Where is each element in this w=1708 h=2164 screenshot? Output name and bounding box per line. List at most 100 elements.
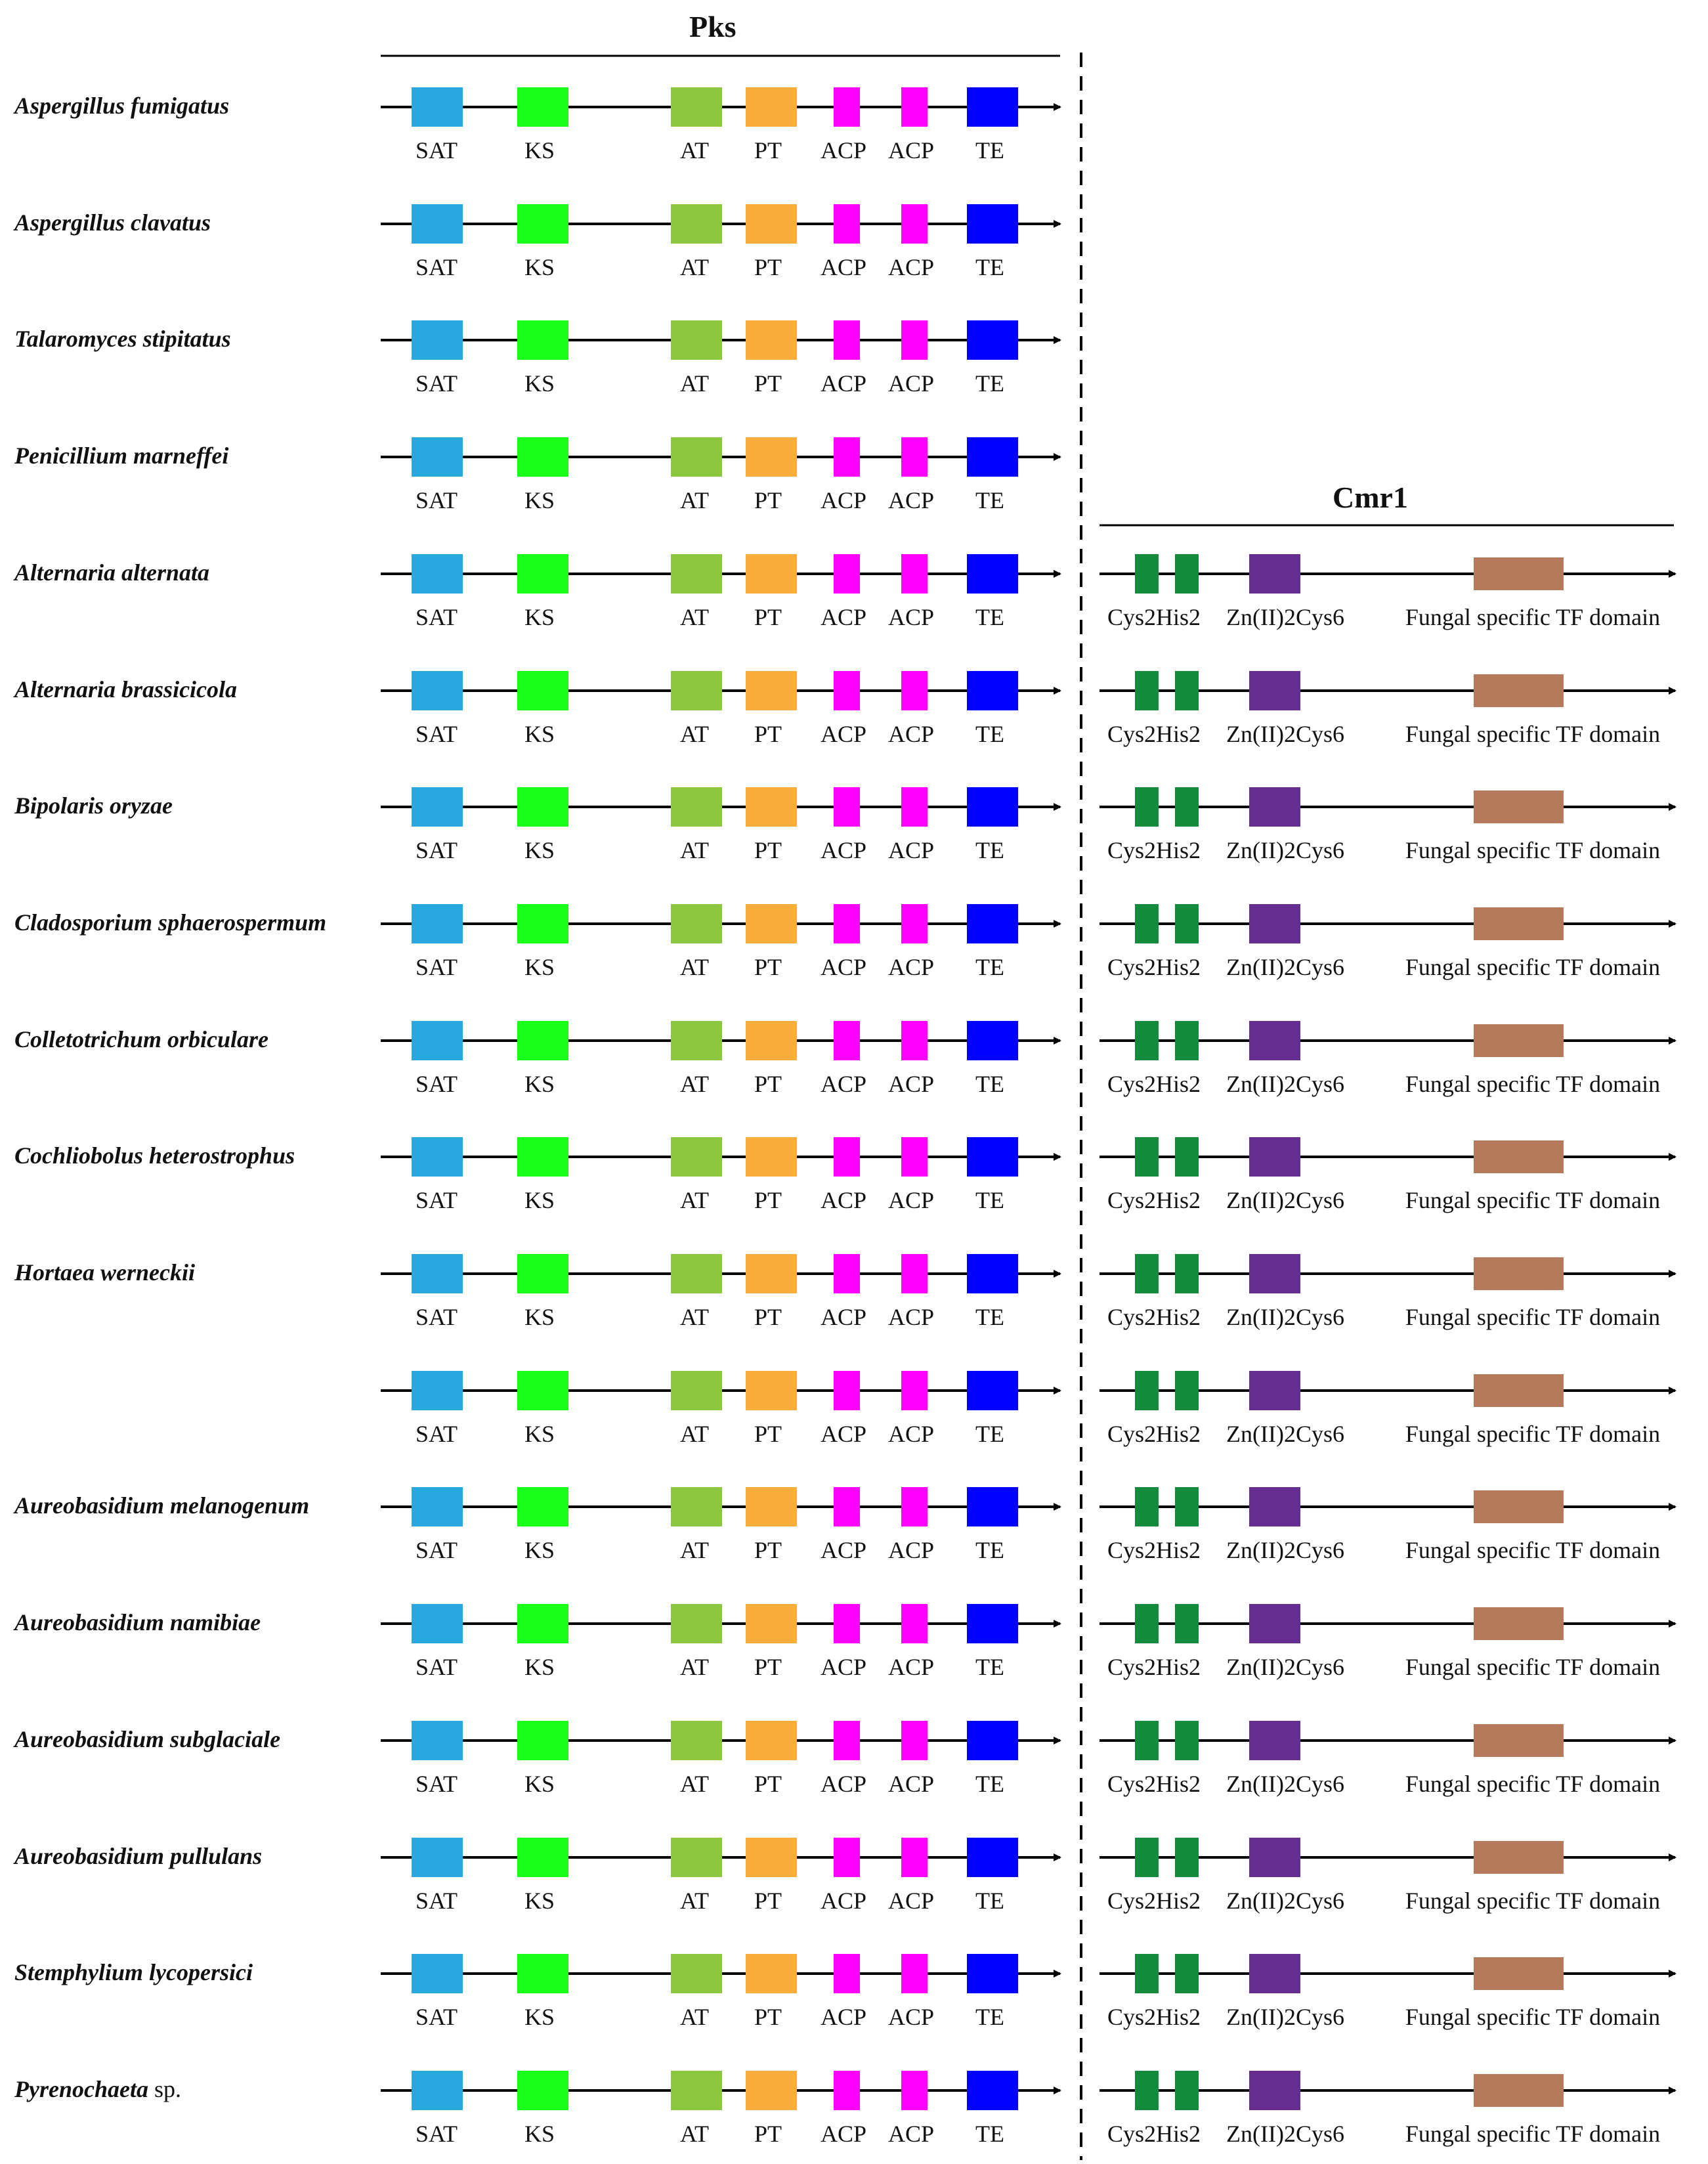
- cmr1-domain-label: Cys2His2: [1107, 954, 1201, 980]
- cmr1-domain-zn2cys6: [1249, 1721, 1300, 1760]
- cmr1-domain-label: Fungal specific TF domain: [1405, 1421, 1661, 1447]
- pks-domain-ks: [517, 1721, 568, 1760]
- pks-domain-acp: [901, 437, 928, 477]
- cmr1-domain-zn2cys6: [1249, 904, 1300, 943]
- cmr1-domain-fungal-tf: [1474, 1841, 1564, 1874]
- pks-domain-label: SAT: [415, 1888, 458, 1914]
- pks-domain-sat: [412, 1137, 463, 1177]
- pks-domain-pt: [746, 787, 797, 827]
- pks-domain-ks: [517, 1604, 568, 1643]
- pks-domain-label: ACP: [820, 721, 867, 747]
- cmr1-header: Cmr1: [1333, 481, 1408, 514]
- pks-domain-label: TE: [975, 1537, 1004, 1563]
- species-italic-name: Aspergillus fumigatus: [14, 93, 230, 119]
- pks-domain-label: ACP: [820, 137, 867, 163]
- pks-domain-te: [967, 1838, 1018, 1877]
- pks-domain-sat: [412, 204, 463, 244]
- species-italic-name: Alternaria brassicicola: [14, 676, 238, 703]
- pks-domain-label: ACP: [820, 954, 867, 980]
- cmr1-domain-label: Fungal specific TF domain: [1405, 1187, 1661, 1213]
- pks-domain-label: SAT: [415, 837, 458, 863]
- pks-domain-ks: [517, 787, 568, 827]
- pks-domain-pt: [746, 2071, 797, 2110]
- pks-domain-te: [967, 1487, 1018, 1526]
- pks-domain-acp: [834, 1254, 860, 1293]
- pks-domain-pt: [746, 204, 797, 244]
- pks-domain-label: ACP: [820, 1421, 867, 1447]
- pks-domain-pt: [746, 1254, 797, 1293]
- species-name: Aspergillus clavatus: [14, 211, 211, 234]
- pks-domain-pt: [746, 1021, 797, 1060]
- pks-domain-label: ACP: [887, 837, 935, 863]
- pks-domain-label: ACP: [887, 1304, 935, 1330]
- pks-domain-te: [967, 1021, 1018, 1060]
- pks-domain-at: [671, 671, 722, 710]
- cmr1-domain-zn2cys6: [1249, 671, 1300, 710]
- pks-header: Pks: [689, 10, 737, 43]
- pks-domain-ks: [517, 87, 568, 127]
- cmr1-domain-label: Cys2His2: [1107, 1187, 1201, 1213]
- pks-domain-label: TE: [975, 370, 1004, 397]
- species-name: Stemphylium lycopersici: [14, 1960, 253, 1984]
- pks-domain-label: AT: [680, 1304, 709, 1330]
- pks-domain-label: PT: [754, 254, 782, 280]
- pks-domain-label: SAT: [415, 1071, 458, 1097]
- pks-domain-label: KS: [524, 1654, 555, 1680]
- pks-domain-label: TE: [975, 721, 1004, 747]
- cmr1-domain-fungal-tf: [1474, 1257, 1564, 1290]
- cmr1-domain-label: Fungal specific TF domain: [1405, 1537, 1661, 1563]
- pks-domain-label: SAT: [415, 254, 458, 280]
- pks-domain-pt: [746, 1954, 797, 1993]
- cmr1-domain-cys2his2: [1175, 554, 1199, 594]
- pks-domain-te: [967, 1604, 1018, 1643]
- species-italic-name: Pyrenochaeta: [14, 2076, 148, 2102]
- pks-domain-acp: [901, 1604, 928, 1643]
- species-italic-name: Penicillium marneffei: [14, 443, 229, 469]
- pks-domain-at: [671, 2071, 722, 2110]
- pks-domain-acp: [901, 671, 928, 710]
- pks-domain-sat: [412, 1254, 463, 1293]
- pks-domain-label: PT: [754, 954, 782, 980]
- cmr1-domain-cys2his2: [1175, 1137, 1199, 1177]
- pks-domain-label: KS: [524, 837, 555, 863]
- cmr1-domain-label: Fungal specific TF domain: [1405, 1071, 1661, 1097]
- pks-domain-acp: [901, 2071, 928, 2110]
- pks-domain-at: [671, 1137, 722, 1177]
- pks-domain-label: TE: [975, 1304, 1004, 1330]
- cmr1-domain-fungal-tf: [1474, 674, 1564, 707]
- pks-domain-ks: [517, 1021, 568, 1060]
- species-name: Aureobasidium subglaciale: [14, 1727, 280, 1751]
- pks-domain-label: SAT: [415, 1187, 458, 1213]
- pks-domain-pt: [746, 1604, 797, 1643]
- pks-domain-ks: [517, 320, 568, 360]
- species-name: Aureobasidium namibiae: [14, 1611, 261, 1634]
- pks-domain-sat: [412, 1721, 463, 1760]
- cmr1-domain-zn2cys6: [1249, 1604, 1300, 1643]
- pks-domain-label: ACP: [887, 1187, 935, 1213]
- pks-domain-acp: [834, 1487, 860, 1526]
- pks-domain-label: ACP: [887, 721, 935, 747]
- pks-domain-label: ACP: [820, 837, 867, 863]
- pks-domain-label: ACP: [887, 2121, 935, 2147]
- pks-domain-label: TE: [975, 2121, 1004, 2147]
- pks-domain-pt: [746, 1371, 797, 1410]
- pks-domain-label: TE: [975, 1187, 1004, 1213]
- pks-domain-label: AT: [680, 721, 709, 747]
- species-name: Aureobasidium melanogenum: [14, 1494, 309, 1517]
- pks-domain-ks: [517, 2071, 568, 2110]
- pks-domain-label: PT: [754, 1888, 782, 1914]
- pks-domain-label: AT: [680, 487, 709, 513]
- cmr1-domain-zn2cys6: [1249, 1954, 1300, 1993]
- pks-domain-te: [967, 787, 1018, 827]
- pks-domain-label: AT: [680, 254, 709, 280]
- pks-domain-label: PT: [754, 1421, 782, 1447]
- pks-domain-acp: [834, 1021, 860, 1060]
- cmr1-domain-label: Fungal specific TF domain: [1405, 2004, 1661, 2030]
- cmr1-domain-zn2cys6: [1249, 1487, 1300, 1526]
- pks-domain-acp: [901, 1954, 928, 1993]
- cmr1-domain-cys2his2: [1135, 1137, 1159, 1177]
- pks-domain-acp: [834, 1371, 860, 1410]
- pks-domain-label: SAT: [415, 487, 458, 513]
- pks-domain-label: ACP: [820, 370, 867, 397]
- pks-domain-te: [967, 204, 1018, 244]
